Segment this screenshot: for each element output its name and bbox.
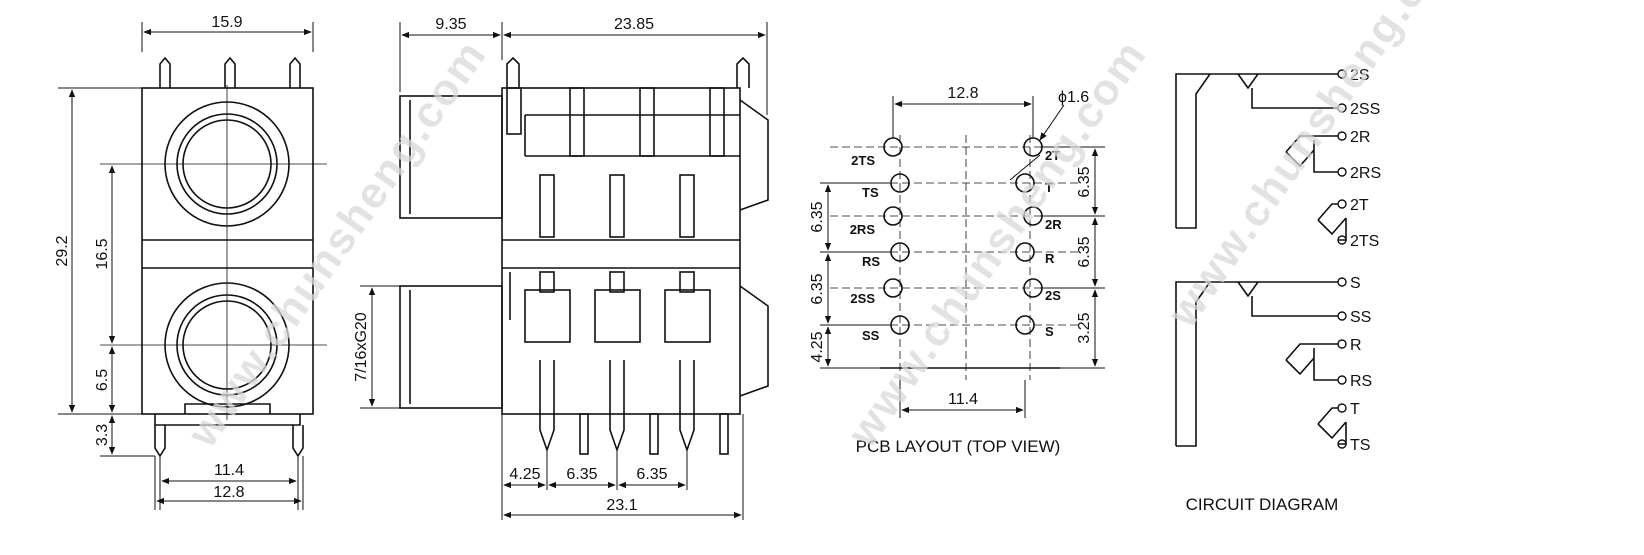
pcb-layout-title: PCB LAYOUT (TOP VIEW): [856, 437, 1061, 456]
circuit-label: 2T: [1350, 197, 1369, 214]
front-jack-spacing-label: 16.5: [94, 238, 111, 269]
pcb-pin-label: 2SS: [850, 291, 875, 306]
pcb-left-pin-labels: 2TS TS 2RS RS 2SS SS: [850, 153, 881, 343]
pcb-pin-label: S: [1045, 324, 1054, 339]
circuit-label: 2R: [1350, 129, 1370, 146]
circuit-terminal: [1337, 167, 1347, 177]
watermark: www.chunsheng.com: [1157, 0, 1476, 337]
pcb-pin-label: 2TS: [851, 153, 875, 168]
circuit-label: SS: [1350, 309, 1371, 326]
circuit-terminal: [1337, 311, 1347, 321]
pcb-hole: [1015, 315, 1035, 335]
side-lower-barrel: [399, 285, 503, 409]
circuit-label: 2SS: [1350, 101, 1380, 118]
front-bottom-offset-label: 6.5: [94, 369, 111, 391]
pcb-right-pin-labels: 2T T 2R R 2S S: [1045, 148, 1062, 339]
circuit-terminal: [1337, 103, 1347, 113]
pcb-pin-label: R: [1045, 251, 1055, 266]
circuit-terminal: [1337, 199, 1347, 209]
pcb-pin-label: 2S: [1045, 288, 1061, 303]
pcb-row-gap-label: 11.4: [948, 391, 978, 408]
circuit-diagram-title: CIRCUIT DIAGRAM: [1186, 495, 1339, 514]
pcb-pin-label: TS: [862, 185, 879, 200]
circuit-labels: 2S 2SS 2R 2RS 2T 2TS S SS R RS T TS: [1350, 67, 1381, 454]
front-view: [100, 56, 327, 458]
circuit-terminal: [1337, 403, 1347, 413]
side-view: [399, 56, 769, 455]
side-body-length-label: 23.85: [614, 16, 654, 33]
watermark: www.chunsheng.com: [837, 31, 1156, 457]
side-bottom-pins: [539, 360, 729, 455]
front-outer-span-label: 12.8: [213, 484, 244, 501]
front-dimensions: [58, 22, 314, 510]
circuit-label: 2S: [1350, 67, 1370, 84]
circuit-label: 2RS: [1350, 165, 1381, 182]
front-body: [141, 87, 314, 415]
circuit-terminal: [1337, 375, 1347, 385]
pcb-pin-label: SS: [862, 328, 880, 343]
circuit-label: T: [1350, 401, 1360, 418]
circuit-label: S: [1350, 275, 1361, 292]
front-top-pins: [159, 56, 301, 88]
pcb-hole: [890, 242, 910, 262]
pcb-layout: [820, 96, 1105, 418]
pcb-hole-diameter-label: ϕ1.6: [1058, 89, 1089, 106]
side-pitch-2-label: 6.35: [636, 466, 667, 483]
pcb-hole-span-label: 12.8: [947, 85, 978, 102]
front-pin-length-label: 3.3: [94, 424, 111, 446]
pcb-hole: [883, 206, 903, 226]
circuit-terminal: [1337, 131, 1347, 141]
front-height-label: 29.2: [54, 235, 71, 266]
circuit-diagram: [1175, 69, 1347, 449]
front-inner-span-label: 11.4: [214, 462, 244, 479]
pcb-left-offset-label: 4.25: [809, 331, 826, 362]
pcb-hole: [890, 173, 910, 193]
circuit-label: 2TS: [1350, 233, 1379, 250]
side-pin-offset-label: 4.25: [509, 466, 540, 483]
side-main-body: [501, 87, 741, 415]
front-width-label: 15.9: [211, 14, 242, 31]
side-dimensions: [360, 22, 768, 520]
pcb-right-pitch-2-label: 6.35: [1076, 236, 1093, 267]
pcb-hole: [890, 315, 910, 335]
pcb-pin-label: 2RS: [850, 222, 876, 237]
side-base-length-label: 23.1: [606, 497, 637, 514]
circuit-label: TS: [1350, 437, 1370, 454]
pcb-pin-label: 2T: [1045, 148, 1060, 163]
circuit-label: RS: [1350, 373, 1372, 390]
pcb-pin-label: 2R: [1045, 217, 1062, 232]
circuit-label: R: [1350, 337, 1362, 354]
pcb-hole: [1015, 173, 1035, 193]
circuit-terminal: [1337, 69, 1347, 79]
circuit-terminals: [1337, 69, 1347, 449]
circuit-terminal: [1337, 339, 1347, 349]
side-thread-label: 7/16xG20: [353, 312, 370, 381]
pcb-left-pitch-2-label: 6.35: [809, 273, 826, 304]
watermark: www.chunsheng.com: [177, 31, 496, 457]
pcb-right-pitch-1-label: 6.35: [1076, 166, 1093, 197]
pcb-pin-label: RS: [862, 254, 880, 269]
pcb-hole: [883, 278, 903, 298]
side-panel-depth-label: 9.35: [435, 16, 466, 33]
pcb-left-pitch-1-label: 6.35: [809, 201, 826, 232]
pcb-right-offset-label: 3.25: [1076, 312, 1093, 343]
pcb-pin-label: T: [1045, 180, 1053, 195]
side-pitch-1-label: 6.35: [566, 466, 597, 483]
pcb-hole: [1015, 242, 1035, 262]
circuit-terminal: [1337, 277, 1347, 287]
